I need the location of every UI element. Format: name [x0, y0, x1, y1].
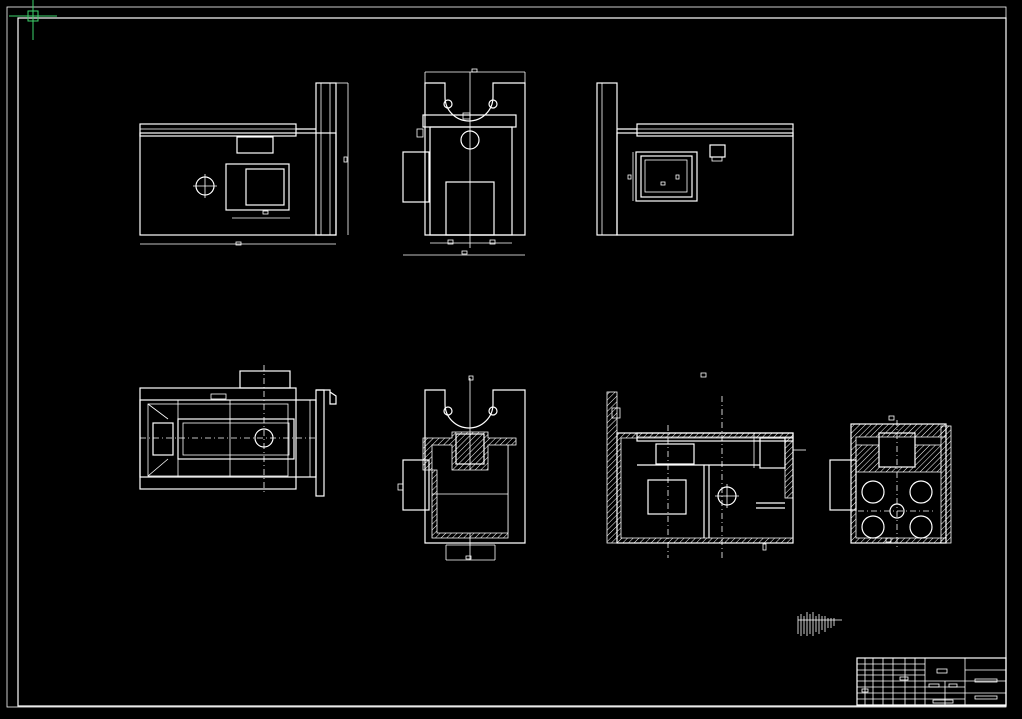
plan-view-left[interactable]	[139, 365, 337, 497]
sheet-border	[6, 6, 1007, 708]
end-section-view[interactable]	[829, 415, 952, 550]
crosshair-cursor-icon[interactable]	[9, 0, 57, 40]
section-view-right[interactable]	[606, 372, 806, 558]
title-block[interactable]	[856, 657, 1007, 706]
rear-view-right[interactable]	[596, 82, 794, 236]
section-view-middle[interactable]	[397, 375, 526, 561]
side-view-top[interactable]	[402, 68, 526, 256]
hatch-annotation	[797, 612, 842, 636]
front-view-left[interactable]	[139, 82, 349, 246]
